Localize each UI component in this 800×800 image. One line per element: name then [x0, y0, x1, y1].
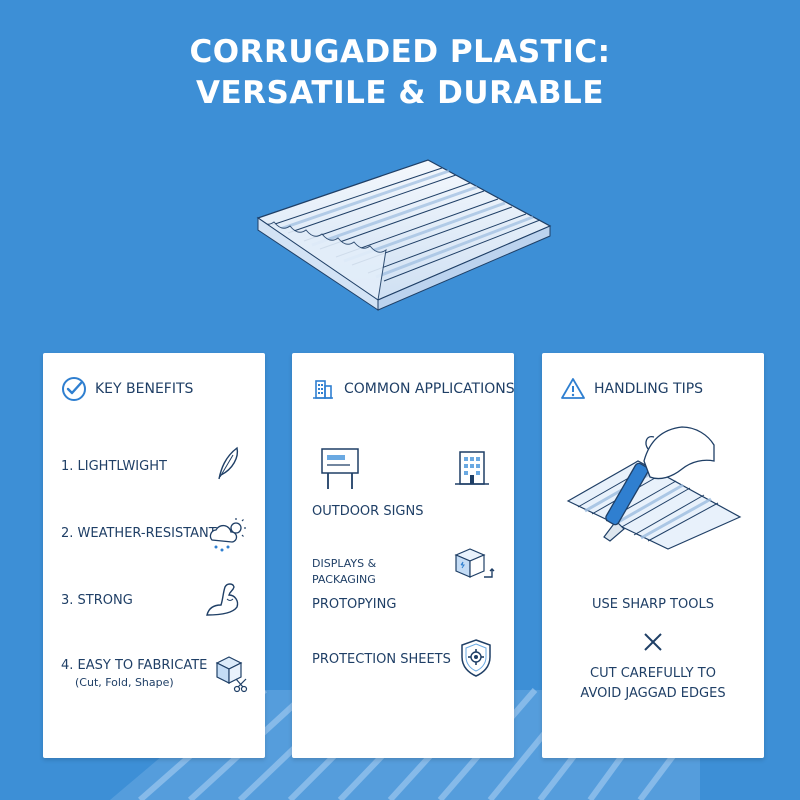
title-line-2: VERSATILE & DURABLE	[195, 75, 604, 111]
package-icon	[454, 548, 495, 578]
utility-knife-cutting-icon	[566, 426, 742, 550]
feather-icon	[218, 446, 239, 480]
handling-tips-card: HANDLING TIPS USE SHARP TOOLS CUT CAREFU…	[542, 353, 764, 758]
benefit-lightweight: 1. LIGHTLWIGHT	[61, 459, 167, 474]
application-packaging: PACKAGING	[312, 573, 376, 586]
key-benefits-header: KEY BENEFITS	[61, 375, 193, 403]
building-icon	[313, 380, 333, 399]
tip-use-sharp-tools: USE SHARP TOOLS	[592, 597, 714, 612]
page-title: CORRUGADED PLASTIC: VERSATILE & DURABLE	[0, 32, 800, 114]
benefit-weather-resistant: 2. WEATHER-RESISTANT	[61, 526, 217, 541]
shield-gear-icon	[461, 639, 491, 677]
benefit-fabricate-detail: (Cut, Fold, Shape)	[75, 676, 174, 689]
applications-heading: COMMON APPLICATIONS	[344, 381, 515, 397]
tip-cut-carefully-line1: CUT CAREFULLY TO	[590, 666, 716, 681]
handling-tips-header: HANDLING TIPS	[560, 375, 703, 403]
warning-icon	[561, 378, 585, 399]
application-displays: DISPLAYS &	[312, 557, 377, 570]
benefit-strong: 3. STRONG	[61, 593, 133, 608]
cube-scissors-icon	[215, 656, 248, 693]
key-benefits-card: KEY BENEFITS 1. LIGHTLWIGHT 2. WEATHER-R…	[43, 353, 265, 758]
applications-header: COMMON APPLICATIONS	[310, 375, 515, 403]
handling-tips-heading: HANDLING TIPS	[594, 381, 704, 397]
weather-icon	[209, 518, 246, 552]
application-protection-sheets: PROTECTION SHEETS	[312, 652, 451, 667]
common-applications-card: COMMON APPLICATIONS OUTDOOR SIGNS DISPLA…	[292, 353, 515, 758]
signboard-icon	[321, 448, 359, 489]
application-outdoor-signs: OUTDOOR SIGNS	[312, 504, 424, 519]
benefit-easy-to-fabricate: 4. EASY TO FABRICATE	[61, 658, 208, 673]
office-building-icon	[455, 451, 489, 485]
key-benefits-heading: KEY BENEFITS	[95, 381, 194, 397]
title-line-1: CORRUGADED PLASTIC:	[189, 34, 611, 70]
corrugated-sheet-illustration	[256, 159, 552, 311]
tip-cut-carefully-line2: AVOID JAGGAD EDGES	[580, 686, 726, 701]
flexed-arm-icon	[206, 583, 239, 616]
check-circle-icon	[62, 377, 86, 401]
x-icon	[644, 633, 662, 651]
application-prototyping: PROTOPYING	[312, 597, 397, 612]
